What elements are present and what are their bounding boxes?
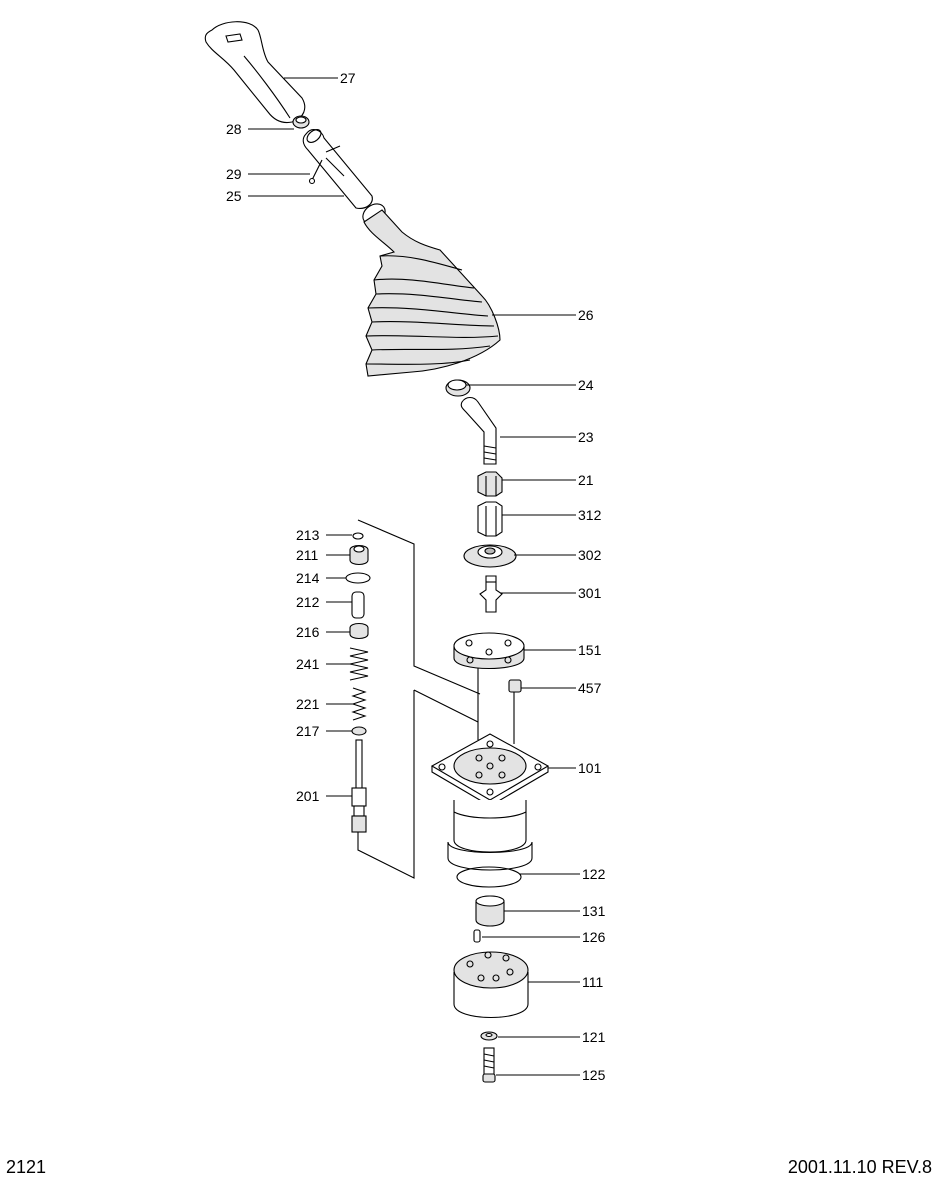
callout-27: 27 xyxy=(340,70,356,86)
plug-part-457 xyxy=(508,679,522,693)
oring-part-122 xyxy=(456,866,522,888)
callout-301: 301 xyxy=(578,585,602,601)
nut-part-21 xyxy=(477,471,503,497)
seat-part-216 xyxy=(349,622,369,640)
cap-part-24 xyxy=(445,379,471,397)
callout-241: 241 xyxy=(296,656,320,672)
callout-126: 126 xyxy=(582,929,606,945)
callout-214: 214 xyxy=(296,570,320,586)
callout-111: 111 xyxy=(582,974,603,990)
pin-part-126 xyxy=(473,929,481,943)
callout-23: 23 xyxy=(578,429,594,445)
nut-part-28 xyxy=(292,115,310,129)
bolt-part-125 xyxy=(482,1047,496,1083)
oring-part-214 xyxy=(345,572,371,584)
callout-211: 211 xyxy=(296,547,319,563)
callout-122: 122 xyxy=(582,866,606,882)
callout-151: 151 xyxy=(578,642,602,658)
callout-213: 213 xyxy=(296,527,320,543)
bushing-part-131 xyxy=(475,895,505,927)
callout-26: 26 xyxy=(578,307,594,323)
boot-part-26 xyxy=(362,203,501,377)
callout-101: 101 xyxy=(578,760,602,776)
casing-part-101 xyxy=(430,733,550,871)
callout-216: 216 xyxy=(296,624,320,640)
callout-25: 25 xyxy=(226,188,242,204)
rod-part-23 xyxy=(460,396,497,465)
spring-part-221 xyxy=(351,687,367,721)
callout-29: 29 xyxy=(226,166,242,182)
sleeve-part-312 xyxy=(477,501,503,537)
callout-28: 28 xyxy=(226,121,242,137)
leader-lines xyxy=(248,77,580,1076)
callout-125: 125 xyxy=(582,1067,606,1083)
body-part-111 xyxy=(453,951,529,1018)
callout-312: 312 xyxy=(578,507,602,523)
spool-part-201 xyxy=(351,739,367,833)
callout-121: 121 xyxy=(582,1029,606,1045)
callout-217: 217 xyxy=(296,723,320,739)
callout-21: 21 xyxy=(578,472,594,488)
snap-ring-part-213 xyxy=(352,532,364,540)
plate-part-151 xyxy=(453,632,525,670)
spring-part-241 xyxy=(349,647,369,681)
plate-part-302 xyxy=(463,544,517,568)
callout-131: 131 xyxy=(582,903,606,919)
revision-date: 2001.11.10 REV.8 xyxy=(787,1157,932,1177)
callout-302: 302 xyxy=(578,547,602,563)
callout-24: 24 xyxy=(578,377,594,393)
callout-457: 457 xyxy=(578,680,602,696)
washer-part-121 xyxy=(480,1031,498,1041)
assembly-guide-lines xyxy=(357,519,515,879)
washer-part-217 xyxy=(351,726,367,736)
pin-part-29 xyxy=(308,157,345,185)
joint-part-301 xyxy=(479,575,503,613)
plug-part-211 xyxy=(349,544,369,566)
page-number: 2121 xyxy=(6,1157,47,1177)
callout-labels: 27 28 29 25 26 24 23 21 312 302 301 151 … xyxy=(226,70,606,1083)
callout-201: 201 xyxy=(296,788,320,804)
callout-212: 212 xyxy=(296,594,320,610)
callout-221: 221 xyxy=(296,696,320,712)
grip-part-27 xyxy=(204,21,306,124)
pusher-part-212 xyxy=(351,591,365,619)
